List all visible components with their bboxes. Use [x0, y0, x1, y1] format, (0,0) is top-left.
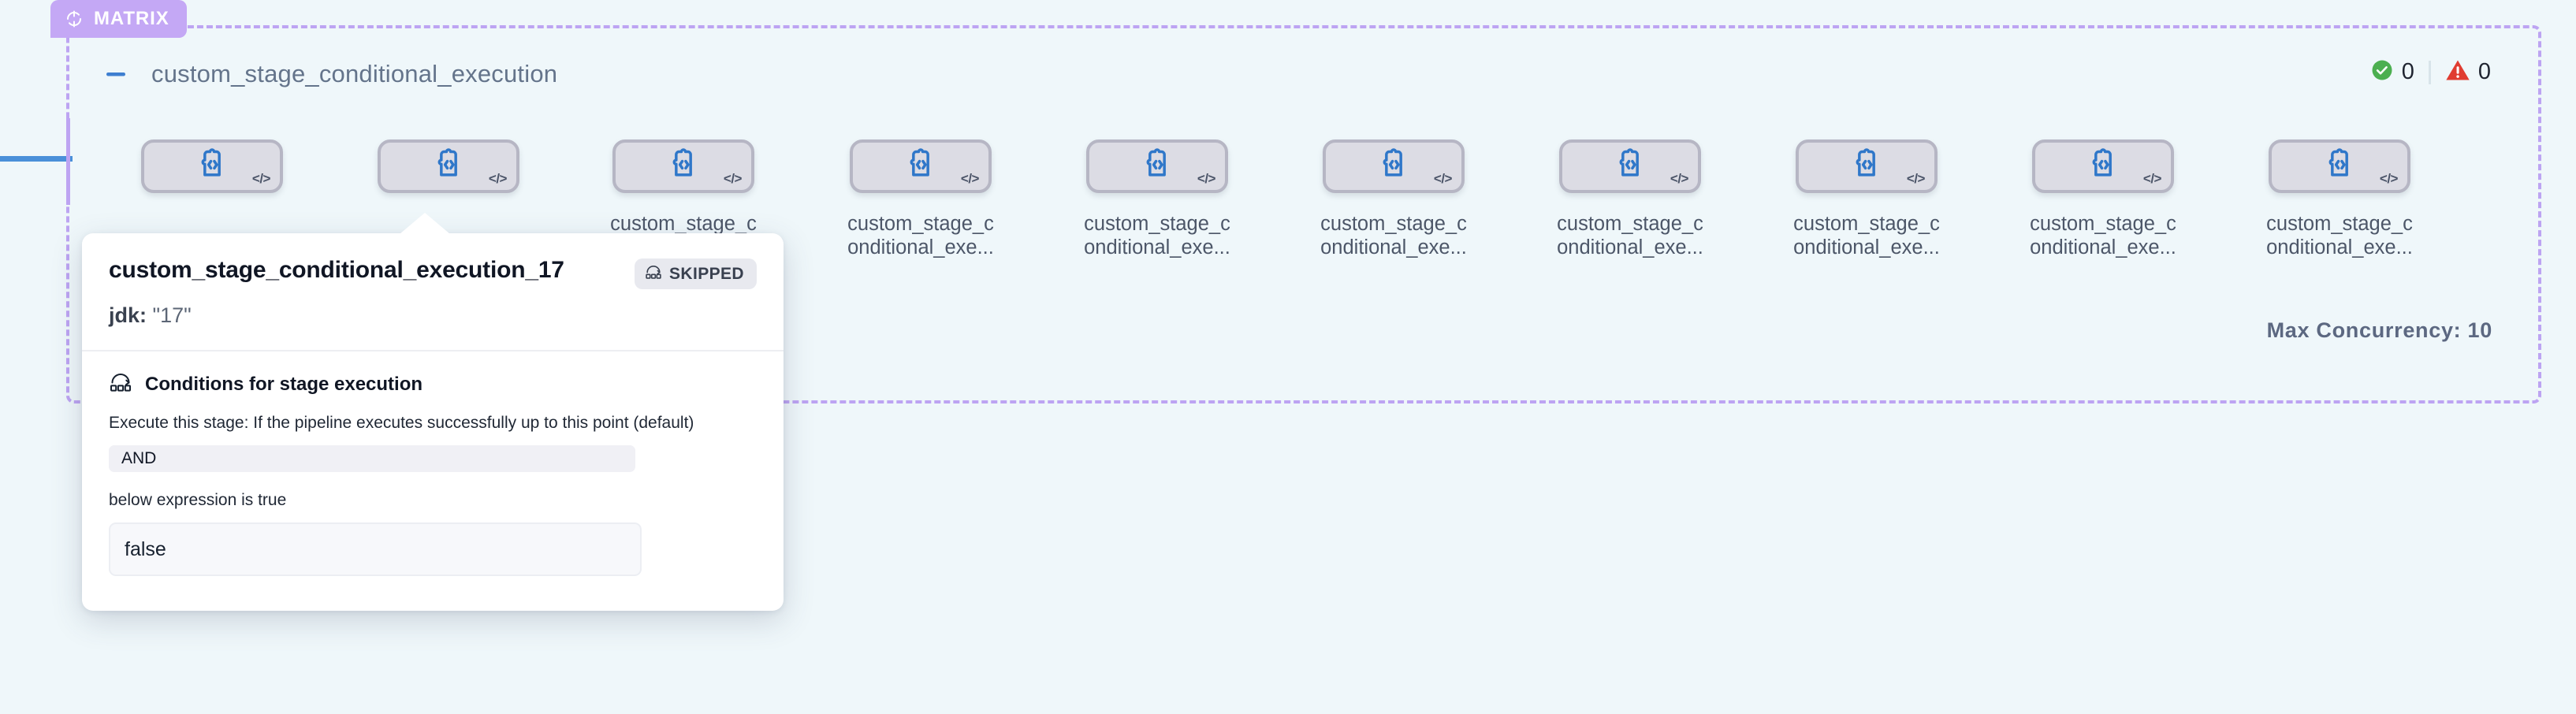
incoming-connector-line	[0, 156, 73, 162]
matrix-group-container	[66, 25, 2541, 403]
stage-node-label: custom_stage_conditional_exe...	[1793, 213, 1940, 258]
custom-stage-code-icon	[666, 147, 701, 186]
stage-node-box[interactable]: </>	[1559, 139, 1701, 193]
warning-triangle-icon	[2445, 58, 2470, 86]
stage-node-label: custom_stage_conditional_exe...	[2030, 213, 2176, 258]
code-badge-icon: </>	[2379, 171, 2399, 186]
code-badge-icon: </>	[1906, 171, 1926, 186]
matrix-badge-label: MATRIX	[94, 8, 169, 29]
check-circle-icon	[2370, 58, 2394, 86]
success-counter: 0	[2370, 58, 2414, 86]
warning-count: 0	[2477, 59, 2491, 84]
conditions-description: Execute this stage: If the pipeline exec…	[109, 414, 694, 432]
conditions-operator-pill: AND	[109, 445, 635, 473]
code-badge-icon: </>	[1433, 171, 1453, 186]
skipped-icon	[109, 372, 132, 397]
stage-node-box[interactable]: </>	[378, 139, 519, 193]
custom-stage-code-icon	[2086, 147, 2120, 186]
matrix-group-header: custom_stage_conditional_execution	[104, 60, 557, 88]
conditions-sub-label: below expression is true	[109, 491, 287, 510]
conditions-expression-box: false	[109, 522, 642, 577]
matrix-group-title: custom_stage_conditional_execution	[151, 60, 558, 87]
stage-node-label: custom_stage_conditional_exe...	[2266, 213, 2413, 258]
loop-refresh-icon	[65, 9, 84, 28]
stage-node-label: custom_stage_conditional_exe...	[847, 213, 994, 258]
matrix-stage-node[interactable]: </> custom_stage_conditional_exe...	[847, 139, 994, 259]
popover-divider	[82, 350, 784, 351]
matrix-axis-key: jdk:	[109, 303, 147, 327]
stage-node-label: custom_stage_conditional_exe...	[1320, 213, 1467, 258]
stage-node-box[interactable]: </>	[850, 139, 992, 193]
conditions-heading: Conditions for stage execution	[145, 374, 423, 395]
custom-stage-code-icon	[431, 147, 466, 186]
stage-node-label: custom_stage_conditional_exe...	[1084, 213, 1230, 258]
custom-stage-code-icon	[1140, 147, 1174, 186]
code-badge-icon: </>	[1670, 171, 1689, 186]
stage-node-box[interactable]: </>	[1323, 139, 1465, 193]
stage-node-box[interactable]: </>	[2032, 139, 2174, 193]
popover-title: custom_stage_conditional_execution_17	[109, 257, 564, 283]
custom-stage-code-icon	[1376, 147, 1411, 186]
status-divider	[2428, 60, 2431, 84]
stage-node-box[interactable]: </>	[2269, 139, 2410, 193]
success-count: 0	[2401, 59, 2414, 84]
matrix-stage-node[interactable]: </> custom_stage_conditional_exe...	[1557, 139, 1703, 259]
custom-stage-code-icon	[903, 147, 938, 186]
max-concurrency-label: Max Concurrency: 10	[2266, 318, 2492, 342]
code-badge-icon: </>	[2142, 171, 2162, 186]
code-badge-icon: </>	[251, 171, 271, 186]
matrix-stage-node[interactable]: </> custom_stage_conditional_exe...	[2030, 139, 2176, 259]
code-badge-icon: </>	[1197, 171, 1216, 186]
code-badge-icon: </>	[488, 171, 508, 186]
matrix-stage-node[interactable]: </> custom_stage_conditional_exe...	[1320, 139, 1467, 259]
skipped-icon	[645, 264, 662, 284]
popover-header: custom_stage_conditional_execution_17 SK…	[82, 233, 784, 350]
custom-stage-code-icon	[1613, 147, 1647, 186]
matrix-axis-value: jdk: "17"	[109, 303, 757, 350]
matrix-stage-node[interactable]: </>custom_stage_conditional_exe...	[378, 139, 519, 259]
status-badge: SKIPPED	[635, 258, 757, 289]
custom-stage-code-icon	[2322, 147, 2357, 186]
matrix-left-edge-connector	[66, 118, 70, 205]
matrix-stage-node[interactable]: </> custom_stage_conditional_exe...	[1084, 139, 1230, 259]
code-badge-icon: </>	[723, 171, 743, 186]
matrix-stage-node[interactable]: </> custom_stage_conditional_exe...	[2266, 139, 2413, 259]
status-badge-label: SKIPPED	[669, 264, 744, 283]
warning-counter: 0	[2445, 58, 2491, 86]
conditions-section: Conditions for stage execution Execute t…	[82, 351, 784, 611]
matrix-badge[interactable]: MATRIX	[50, 0, 187, 38]
stage-node-box[interactable]: </>	[1796, 139, 1938, 193]
matrix-stage-node[interactable]: </>custom_stage_conditional_exe...	[141, 139, 283, 259]
stage-detail-popover: custom_stage_conditional_execution_17 SK…	[82, 213, 784, 612]
conditions-expression: false	[125, 537, 166, 560]
conditions-operator: AND	[121, 449, 157, 468]
minus-icon[interactable]	[104, 62, 128, 86]
stage-node-box[interactable]: </>	[1086, 139, 1228, 193]
stage-node-box[interactable]: </>	[141, 139, 283, 193]
stage-node-label: custom_stage_conditional_exe...	[1557, 213, 1703, 258]
matrix-stage-node[interactable]: </> custom_stage_conditional_exe...	[1793, 139, 1940, 259]
matrix-node-row: </> custom_stage_conditional_exe... </> cus…	[141, 139, 2413, 259]
custom-stage-code-icon	[1849, 147, 1884, 186]
stage-node-box[interactable]: </>	[612, 139, 754, 193]
matrix-axis-val: "17"	[152, 303, 192, 327]
code-badge-icon: </>	[960, 171, 980, 186]
custom-stage-code-icon	[195, 147, 229, 186]
popover-arrow	[400, 213, 450, 234]
status-counters: 0 0	[2370, 58, 2491, 86]
